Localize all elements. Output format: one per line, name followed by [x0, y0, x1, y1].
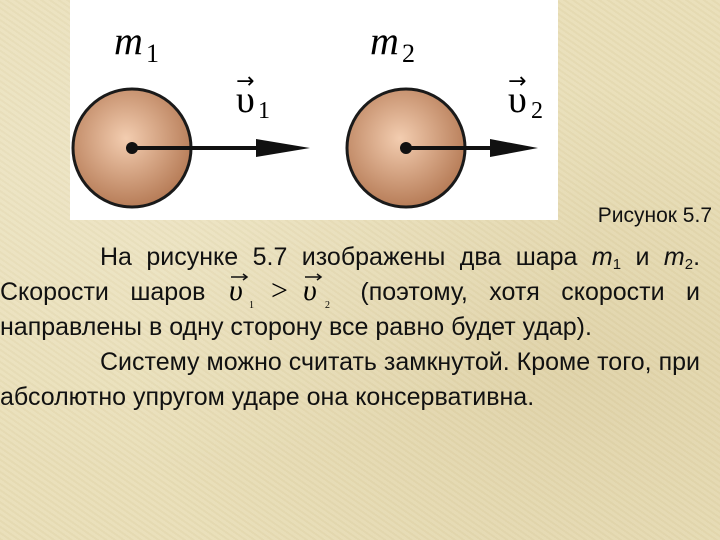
inequality-v1-sub: 1: [249, 300, 254, 311]
collision-diagram: m 1 m 2 → υ 1 → υ 2: [71, 18, 543, 209]
figure-panel: m 1 m 2 → υ 1 → υ 2: [70, 0, 558, 220]
velocity-inequality: υ 1 > υ 2: [225, 273, 350, 311]
paragraph-2-text: Систему можно считать замкнутой. Кроме т…: [0, 348, 700, 411]
velocity1-subscript: 1: [258, 98, 270, 124]
mass2-subscript: 2: [402, 39, 415, 68]
paragraph-1-rest: (поэтому, хотя скорости и направлены в о…: [0, 278, 700, 341]
paragraph-1-intro: На рисунке 5.7 изображены два шара: [100, 243, 578, 271]
inequality-formula: υ 1 > υ 2: [229, 273, 330, 311]
inequality-v2-sub: 2: [325, 300, 330, 311]
velocity1-vector-arrow: →: [236, 69, 254, 94]
velocity2-vector-arrow: →: [508, 69, 526, 94]
mass1-subscript: 1: [146, 39, 159, 68]
inequality-v2: υ: [303, 274, 317, 307]
inequality-v2-vector-head: [316, 273, 323, 281]
paragraph-2: Систему можно считать замкнутой. Кроме т…: [0, 345, 700, 415]
velocity2-label: υ: [508, 79, 527, 121]
conjunction: и: [621, 243, 664, 271]
inequality-gt: >: [271, 274, 288, 307]
mass1-symbol: m: [591, 243, 613, 271]
paragraph-1: На рисунке 5.7 изображены два шара m1 и …: [0, 240, 700, 345]
velocities-phrase: . Скорости шаров: [0, 243, 701, 306]
figure-caption: Рисунок 5.7: [597, 204, 712, 227]
velocity1-arrow-head: [256, 139, 310, 157]
velocity2-arrow-head: [490, 139, 538, 157]
inequality-v1: υ: [229, 274, 243, 307]
mass1-label: m: [114, 18, 143, 63]
mass2-index: 2: [684, 256, 694, 273]
body-text: На рисунке 5.7 изображены два шара m1 и …: [0, 240, 700, 415]
mass2-label: m: [370, 18, 399, 63]
velocity2-subscript: 2: [531, 98, 543, 124]
velocity1-label: υ: [236, 79, 255, 121]
mass2-symbol: m: [663, 243, 685, 271]
mass1-index: 1: [612, 256, 622, 273]
inequality-v1-vector-head: [242, 273, 249, 281]
